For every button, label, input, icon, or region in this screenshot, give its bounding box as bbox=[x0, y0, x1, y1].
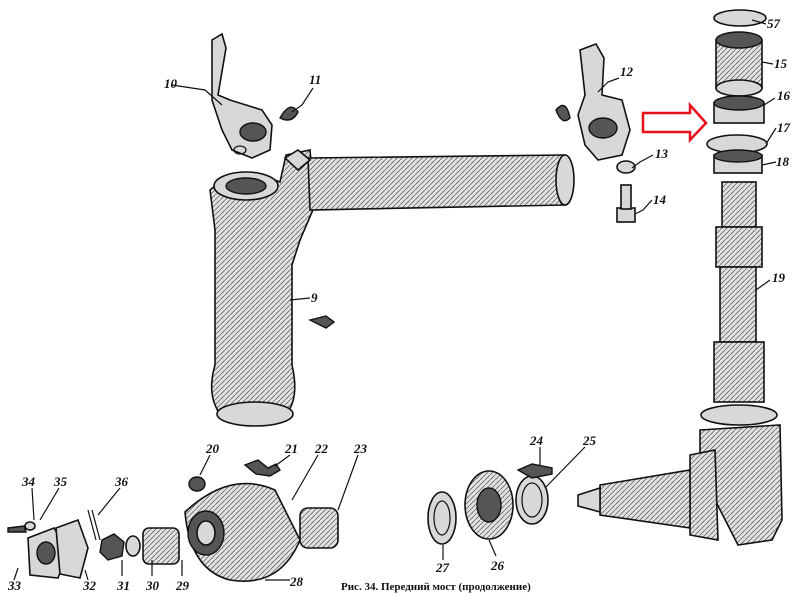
stud-21 bbox=[243, 459, 281, 477]
callout-18: 18 bbox=[776, 154, 790, 169]
washer-18 bbox=[713, 149, 763, 174]
callout-33: 33 bbox=[7, 578, 22, 593]
callout-9: 9 bbox=[311, 290, 318, 305]
steering-arm-left bbox=[211, 32, 273, 159]
bearing-16 bbox=[713, 95, 765, 124]
callout-13: 13 bbox=[655, 146, 669, 161]
figure-caption: Рис. 34. Передний мост (продолжение) bbox=[341, 581, 531, 593]
callout-32: 32 bbox=[82, 578, 97, 593]
callout-35: 35 bbox=[53, 474, 68, 489]
axle-housing bbox=[209, 149, 575, 427]
callout-29: 29 bbox=[175, 578, 190, 593]
callout-26: 26 bbox=[490, 558, 505, 573]
callout-19: 19 bbox=[772, 270, 786, 285]
oring-25 bbox=[515, 475, 549, 525]
callout-16: 16 bbox=[777, 88, 791, 103]
gasket-32 bbox=[55, 518, 89, 579]
ring-57 bbox=[713, 9, 767, 27]
callout-20: 20 bbox=[205, 441, 220, 456]
callout-12: 12 bbox=[620, 64, 634, 79]
flange-26 bbox=[464, 470, 514, 540]
callout-10: 10 bbox=[164, 76, 178, 91]
callout-21: 21 bbox=[284, 441, 298, 456]
callout-31: 31 bbox=[116, 578, 130, 593]
bushing-15 bbox=[715, 31, 763, 97]
bolt-14 bbox=[616, 184, 636, 223]
callout-17: 17 bbox=[777, 120, 791, 135]
callout-34: 34 bbox=[21, 474, 36, 489]
callout-23: 23 bbox=[353, 441, 368, 456]
lock-washer-35 bbox=[24, 521, 36, 531]
callout-14: 14 bbox=[653, 192, 667, 207]
screw-34 bbox=[7, 525, 27, 533]
kingpin-19 bbox=[700, 181, 778, 426]
cotter-pin-36 bbox=[87, 509, 101, 541]
callout-24: 24 bbox=[529, 433, 544, 448]
grease-fitting bbox=[307, 315, 336, 329]
bearing-29 bbox=[142, 527, 180, 565]
castle-nut-31 bbox=[99, 533, 125, 561]
key-12 bbox=[555, 104, 571, 122]
bearing-23 bbox=[299, 507, 339, 549]
callout-28: 28 bbox=[289, 574, 304, 589]
steering-knuckle bbox=[577, 424, 783, 546]
callout-25: 25 bbox=[582, 433, 597, 448]
hub-28 bbox=[184, 482, 301, 582]
callout-15: 15 bbox=[774, 56, 788, 71]
callout-57: 57 bbox=[767, 16, 781, 31]
steering-arm-right bbox=[577, 43, 631, 161]
bolt-24 bbox=[516, 463, 553, 479]
callout-36: 36 bbox=[114, 474, 129, 489]
highlight-arrow bbox=[641, 101, 708, 144]
callout-30: 30 bbox=[145, 578, 160, 593]
washer-13 bbox=[616, 160, 636, 174]
callout-22: 22 bbox=[314, 441, 329, 456]
leader-lines bbox=[13, 19, 777, 581]
seal-27 bbox=[427, 491, 457, 545]
washer-30 bbox=[125, 535, 141, 557]
callout-27: 27 bbox=[435, 560, 450, 575]
nut-20 bbox=[188, 476, 206, 492]
callout-11: 11 bbox=[309, 72, 321, 87]
